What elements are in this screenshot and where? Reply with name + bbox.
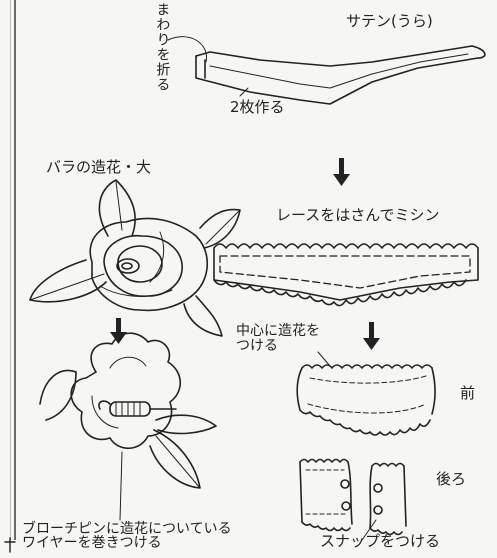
front-piece-illustration	[296, 351, 436, 436]
front-label: 前	[460, 384, 476, 402]
back-label: 後ろ	[436, 470, 467, 488]
rose-flower-illustration	[29, 179, 241, 337]
rose-title-label: バラの造花・大	[46, 158, 152, 176]
sew-lace-label: レースをはさんでミシン	[276, 206, 440, 224]
rose-back-brooch-illustration	[39, 332, 217, 521]
page-edge-line	[10, 0, 11, 540]
lace-band-illustration	[213, 243, 479, 307]
wire-note-label: ブローチピンに造花についている ワイヤーを巻きつける	[22, 521, 232, 551]
arrow-down-icon	[110, 318, 127, 344]
satin-back-label: サテン(うら)	[346, 12, 433, 30]
make-two-label: 2枚作る	[230, 98, 285, 116]
back-piece-right-illustration	[361, 462, 407, 541]
attach-snap-label: スナップをつける	[320, 532, 441, 550]
satin-band-illustration	[167, 36, 486, 105]
arrow-down-icon	[363, 322, 380, 350]
attach-center-label: 中心に造花を つける	[236, 323, 320, 354]
arrow-down-icon	[333, 158, 350, 186]
fold-edges-label: まわりを折る	[154, 2, 171, 92]
pin-icon	[4, 537, 16, 553]
page-edge-rule	[14, 0, 16, 540]
back-piece-left-illustration	[299, 458, 353, 532]
